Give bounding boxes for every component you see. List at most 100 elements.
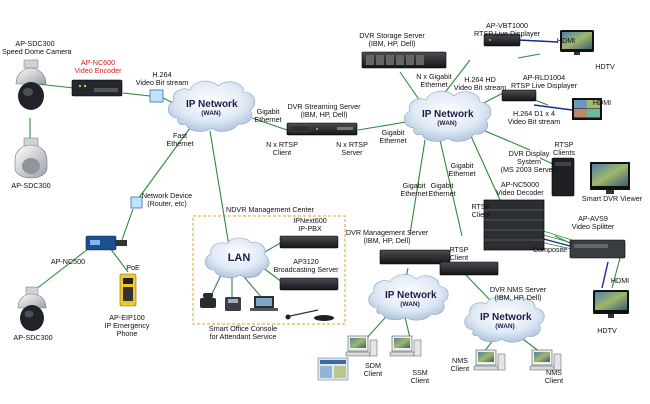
hdtv-bottom	[593, 290, 629, 318]
avs9-line-0: AP-AVS9	[578, 214, 608, 223]
rld1004-line-1: RTSP Live Displayer	[510, 81, 578, 90]
gig-eth-4-line-1: Ethernet	[448, 169, 476, 178]
label-dvr-nms: DVR NMS Server(IBM, HP, Dell)	[480, 286, 556, 302]
dvr-display-line-0: DVR Display	[508, 149, 550, 158]
label-network-device: Network Device(Router, etc)	[138, 192, 196, 208]
eip100-line-1: IP Emergency	[104, 321, 150, 330]
network-device-line-1: (Router, etc)	[147, 199, 187, 208]
dvr-storage-line-0: DVR Storage Server	[359, 31, 425, 40]
dvr-storage-server	[361, 51, 447, 69]
emergency-phone	[119, 273, 137, 307]
label-nc500: AP-NC500	[48, 258, 88, 266]
gig-eth-2-line-1: Ethernet	[379, 136, 407, 145]
composite-line-0: Composite	[532, 245, 568, 254]
rtsp-client-1-line-0: N x RTSP	[266, 140, 298, 149]
label-sdc300-mid: AP-SDC300	[4, 182, 58, 190]
office-phone	[200, 293, 216, 308]
rtsp-client-3-line-1: Client	[449, 253, 469, 262]
ip-network-cloud-4	[464, 296, 545, 343]
gig-eth-1-line-1: Ethernet	[254, 115, 282, 124]
nms-client-2-line-0: NMS	[546, 368, 562, 377]
avs9-line-1: Video Splitter	[571, 222, 615, 231]
ip-pbx	[279, 235, 339, 249]
nc5000-line-1: Video Decoder	[496, 188, 544, 197]
sdc300-bottom-line-0: AP-SDC300	[13, 333, 53, 342]
ip-network-label-3: IP Network(WAN)	[385, 290, 437, 308]
nc600-line-1: Video Encoder	[74, 66, 122, 75]
label-dvr-storage: DVR Storage Server(IBM, HP, Dell)	[354, 32, 430, 48]
gig-eth-2-line-0: Gigabit	[381, 128, 405, 137]
gig-eth-1-line-0: Gigabit	[256, 107, 280, 116]
eip100-line-2: Phone	[116, 329, 138, 338]
eip100-line-0: AP-EIP100	[109, 313, 145, 322]
smart-office-line-0: Smart Office Console	[208, 324, 278, 333]
dvr-streaming-line-1: (IBM, HP, Dell)	[300, 110, 348, 119]
sdm-client-line-0: SDM	[365, 361, 381, 370]
office-desk-phone	[225, 297, 241, 311]
composite-links	[539, 229, 573, 250]
nms-client-pc-2	[529, 349, 562, 371]
sdm-client-line-1: Client	[363, 369, 383, 378]
network-device-line-0: Network Device	[141, 191, 193, 200]
gig-eth-5-line-1: Ethernet	[400, 189, 428, 198]
video-encoder-nc600	[71, 79, 123, 97]
ssm-client-line-0: SSM	[412, 368, 428, 377]
microphone	[285, 309, 334, 321]
rtsp-client-3-line-0: RTSP	[449, 245, 469, 254]
ap3120-line-0: AP3120	[293, 257, 319, 266]
ndvr-center-line-0: NDVR Management Center	[226, 205, 314, 214]
dvr-nms-server	[439, 261, 499, 276]
lan-label: LAN	[227, 252, 251, 264]
ssm-client-pc	[389, 335, 422, 357]
vbt1000-line-0: AP-VBT1000	[486, 21, 528, 30]
lan-cloud	[205, 237, 270, 279]
rtsp-clients-top-line-0: RTSP	[554, 140, 574, 149]
h264-hd-line-0: H.264 HD	[464, 75, 496, 84]
hdmi-2-line-0: HDMI	[592, 98, 612, 107]
hdmi-1-line-0: HDMI	[556, 36, 576, 45]
label-dvr-streaming: DVR Streaming Server(IBM, HP, Dell)	[284, 103, 364, 119]
broadcasting-server	[279, 277, 339, 291]
stream-node-icon	[149, 89, 164, 103]
ip-network-cloud-3	[368, 274, 449, 321]
nc5000-line-0: AP-NC5000	[500, 180, 540, 189]
speed-dome-camera-top	[15, 59, 47, 110]
sdm-client-pc	[345, 335, 378, 357]
nc600-line-0: AP-NC600	[80, 58, 116, 67]
dvr-streaming-line-0: DVR Streaming Server	[287, 102, 361, 111]
label-hdmi-1: HDMI	[556, 37, 576, 45]
smart-office-line-1: for Attendant Service	[209, 332, 277, 341]
dvr-viewer-monitor	[590, 162, 630, 194]
camera-mid	[14, 137, 48, 179]
ip-network-label-4: IP Network(WAN)	[480, 312, 532, 330]
rtsp-client-2-line-1: Client	[471, 210, 491, 219]
h264-stream-line-0: H.264	[152, 70, 172, 79]
label-ndvr-center: NDVR Management Center	[224, 206, 316, 214]
dvr-display-line-1: System	[517, 157, 541, 166]
hdtv-1-line-0: HDTV	[595, 62, 615, 71]
camera-bottom	[17, 286, 47, 331]
dvr-management-server	[379, 249, 451, 265]
label-smart-dvr: Smart DVR Viewer	[580, 195, 644, 203]
rtsp-server-line-0: N x RTSP	[336, 140, 368, 149]
nx-gig-line-0: N x Gigabit	[416, 72, 452, 81]
sdc300-mid-line-0: AP-SDC300	[11, 181, 51, 190]
